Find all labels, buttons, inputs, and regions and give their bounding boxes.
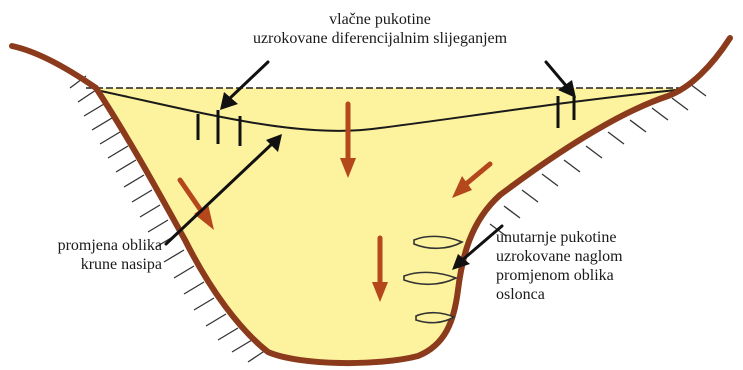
label-tension-cracks: vlačne pukotine uzrokovane diferencijaln… [200,10,560,48]
label-internal-cracks: unutarnje pukotine uzrokovane naglom pro… [496,228,736,304]
label-tension-cracks-line2: uzrokovane diferencijalnim slijeganjem [200,29,560,48]
label-crown-change-line1: promjena oblika [4,236,162,255]
label-internal-cracks-line1: unutarnje pukotine [496,228,736,247]
label-tension-cracks-line1: vlačne pukotine [200,10,560,29]
pointer-top-right-shaft [546,62,568,88]
label-internal-cracks-line3: promjenom oblika [496,266,736,285]
label-internal-cracks-line4: oslonca [496,285,736,304]
label-crown-change-line2: krune nasipa [4,255,162,274]
embankment-body [96,88,676,363]
label-crown-change: promjena oblika krune nasipa [4,236,162,274]
label-internal-cracks-line2: uzrokovane naglom [496,247,736,266]
